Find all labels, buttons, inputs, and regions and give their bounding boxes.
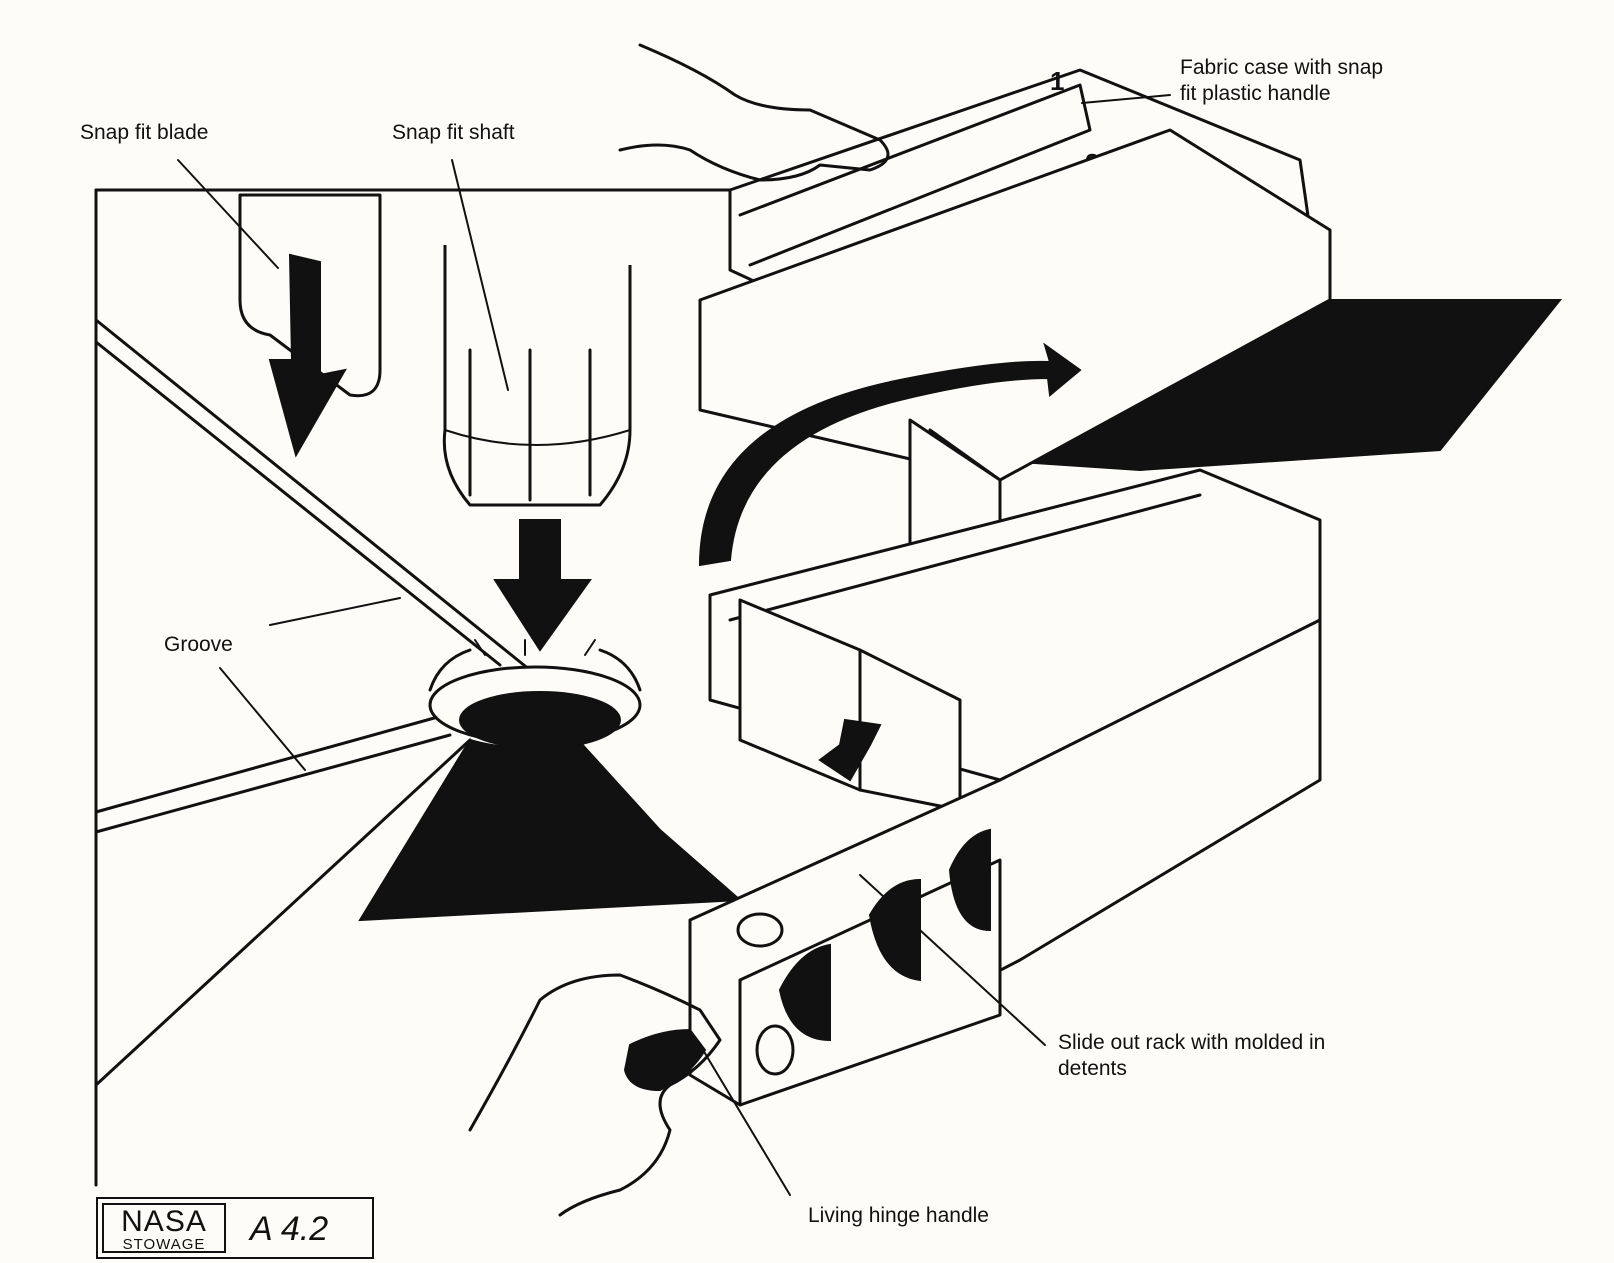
blade-down-arrow bbox=[268, 253, 347, 458]
label-snap-fit-blade: Snap fit blade bbox=[80, 121, 209, 144]
title-block: NASA STOWAGE A 4.2 bbox=[96, 1197, 374, 1259]
case-tab-number-1: 1 bbox=[1050, 66, 1064, 96]
slide-out-rack bbox=[688, 468, 1322, 1107]
upper-hand bbox=[618, 43, 890, 182]
label-living-hinge-handle: Living hinge handle bbox=[808, 1204, 989, 1227]
rack-hole-2 bbox=[755, 1024, 795, 1076]
logo-sub-text: STOWAGE bbox=[122, 1236, 206, 1253]
label-slide-out-rack: Slide out rack with molded in detents bbox=[1058, 1030, 1325, 1082]
figure-number: A 4.2 bbox=[250, 1210, 329, 1248]
groove-line-upper bbox=[94, 318, 532, 672]
groove-line-lower bbox=[94, 713, 447, 814]
nasa-stowage-logo: NASA STOWAGE bbox=[102, 1203, 226, 1253]
label-fabric-case: Fabric case with snap fit plastic handle bbox=[1180, 55, 1383, 107]
hinge-handle-grip bbox=[623, 1028, 707, 1092]
shadow-wedge bbox=[358, 718, 743, 922]
label-fabric-case-line-2: fit plastic handle bbox=[1180, 82, 1331, 105]
detent-arrow bbox=[818, 718, 882, 782]
lower-hand bbox=[468, 973, 722, 1217]
leader-lines bbox=[177, 94, 1171, 1196]
leader-groove-lower bbox=[219, 667, 306, 771]
groove-line-upper-inner bbox=[94, 340, 502, 667]
snap-fit-shaft bbox=[442, 245, 632, 652]
shaft-down-arrow bbox=[493, 519, 592, 652]
detail-panel bbox=[94, 188, 732, 1187]
panel-bevel-edge bbox=[94, 738, 472, 1087]
shaft-body bbox=[442, 245, 632, 507]
label-snap-fit-shaft: Snap fit shaft bbox=[392, 121, 515, 144]
logo-main-text: NASA bbox=[121, 1205, 207, 1238]
case-1 bbox=[738, 83, 1092, 267]
leader-fabric-case bbox=[1081, 94, 1171, 104]
leader-groove-upper bbox=[269, 597, 401, 626]
curved-arrow bbox=[698, 342, 1082, 567]
socket bbox=[428, 639, 642, 749]
snap-fit-blade bbox=[238, 193, 382, 458]
leader-slide-rack bbox=[859, 874, 1046, 1046]
label-fabric-case-line-1: Fabric case with snap bbox=[1180, 56, 1384, 79]
label-slide-out-rack-line-1: Slide out rack with molded in bbox=[1058, 1031, 1326, 1054]
rack-hole-1 bbox=[736, 912, 784, 948]
label-slide-out-rack-line-2: detents bbox=[1058, 1057, 1127, 1080]
label-groove: Groove bbox=[164, 633, 233, 656]
leader-hinge-handle bbox=[699, 1044, 791, 1196]
groove-line-lower-inner bbox=[94, 733, 452, 834]
leader-blade bbox=[177, 159, 279, 269]
leader-shaft bbox=[451, 159, 509, 391]
